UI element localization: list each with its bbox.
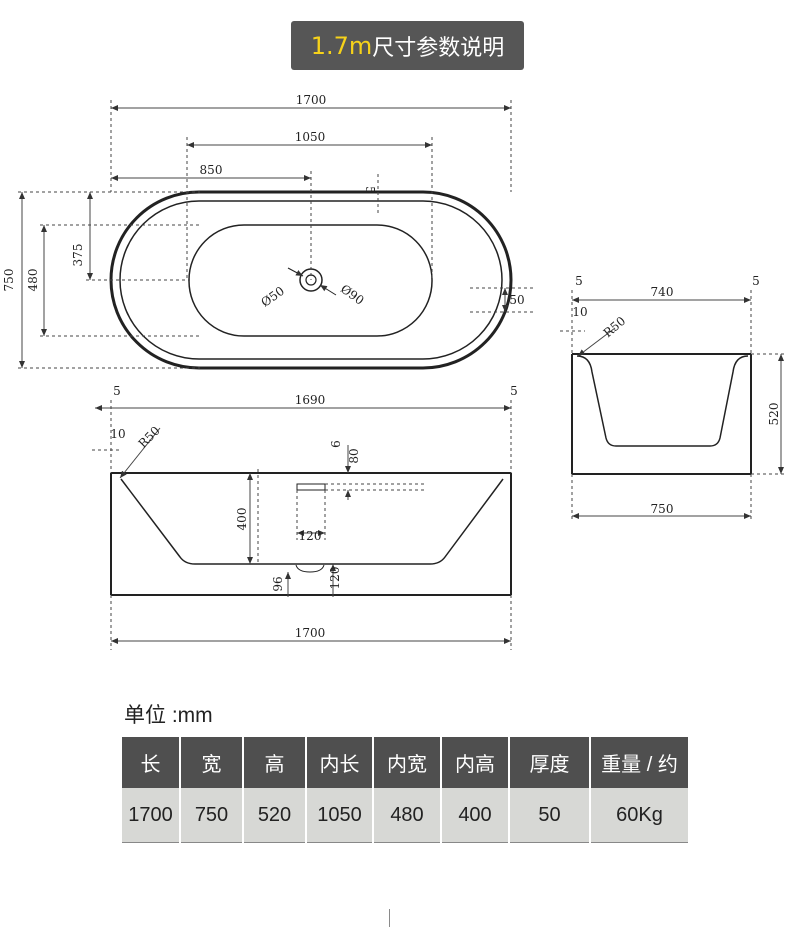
spec-header-row: 长 宽 高 内长 内宽 内高 厚度 重量 / 约 [122,737,688,788]
value-inner-width: 480 [373,788,442,843]
side-view [110,472,512,596]
inner-basin-outline [188,224,433,337]
end-basin-profile [576,355,749,447]
dim-end-520: 520 [767,403,781,426]
header-weight: 重量 / 约 [590,737,688,788]
spec-table: 长 宽 高 内长 内宽 内高 厚度 重量 / 约 1700 750 520 10… [122,737,688,843]
dim-end-5-right: 5 [752,274,760,288]
value-height: 520 [243,788,307,843]
end-view-dims [560,290,785,520]
top-view-dimlines [19,105,511,368]
dim-end-5-left: 5 [575,274,583,288]
bottom-divider [389,909,390,927]
dim-side-80: 80 [347,448,361,463]
dim-top-1700: 1700 [296,93,327,107]
side-overflow [296,483,326,491]
dim-side-400: 400 [235,508,249,531]
dim-top-1050: 1050 [295,130,326,144]
dim-side-5-left: 5 [113,384,121,398]
dim-top-480: 480 [26,269,40,292]
dim-side-120: 120 [299,529,322,543]
dim-top-5: 5 [363,186,377,194]
dim-side-120-drain: 120 [328,567,342,590]
spec-value-row: 1700 750 520 1050 480 400 50 60Kg [122,788,688,843]
dim-side-10: 10 [110,427,125,441]
value-inner-length: 1050 [306,788,374,843]
header-inner-width: 内宽 [373,737,442,788]
dim-top-375: 375 [71,244,85,267]
dim-end-10: 10 [572,305,587,319]
dim-side-5-right: 5 [510,384,518,398]
dim-drain-hole: Ø50 [258,284,287,310]
dimension-drawing: 1700 1050 850 5 750 480 375 Ø50 Ø90 50 5… [2,93,785,650]
side-view-dims [92,400,512,650]
value-inner-height: 400 [441,788,510,843]
dim-end-750: 750 [651,502,674,516]
dim-side-96: 96 [271,576,285,591]
dim-drain-cover: Ø90 [338,282,367,308]
header-inner-height: 内高 [441,737,510,788]
dim-top-750: 750 [2,269,16,292]
dim-side-6: 6 [329,440,343,448]
dim-top-50: 50 [509,293,524,307]
top-view-dims [18,100,535,369]
header-width: 宽 [180,737,244,788]
dim-end-740: 740 [651,285,674,299]
header-length: 长 [122,737,181,788]
value-width: 750 [180,788,244,843]
header-inner-length: 内长 [306,737,374,788]
header-height: 高 [243,737,307,788]
value-length: 1700 [122,788,181,843]
banner-text: 尺寸参数说明 [372,35,505,61]
header-thickness: 厚度 [509,737,591,788]
unit-label: 单位 :mm [124,704,213,727]
drain-leader-left [287,267,304,277]
drain-leader-right [319,284,337,296]
banner-size: 1.7m [310,31,373,60]
value-weight: 60Kg [590,788,688,843]
dim-side-r50: R50 [136,424,163,451]
side-drain-bump [295,564,325,573]
value-thickness: 50 [509,788,591,843]
dim-top-850: 850 [200,163,223,177]
dim-side-1700: 1700 [295,626,326,640]
side-basin-profile [120,478,504,565]
end-view [571,353,752,475]
side-view-dimlines [95,405,511,644]
dim-side-1690: 1690 [295,393,326,407]
end-view-dimlines [572,297,784,519]
